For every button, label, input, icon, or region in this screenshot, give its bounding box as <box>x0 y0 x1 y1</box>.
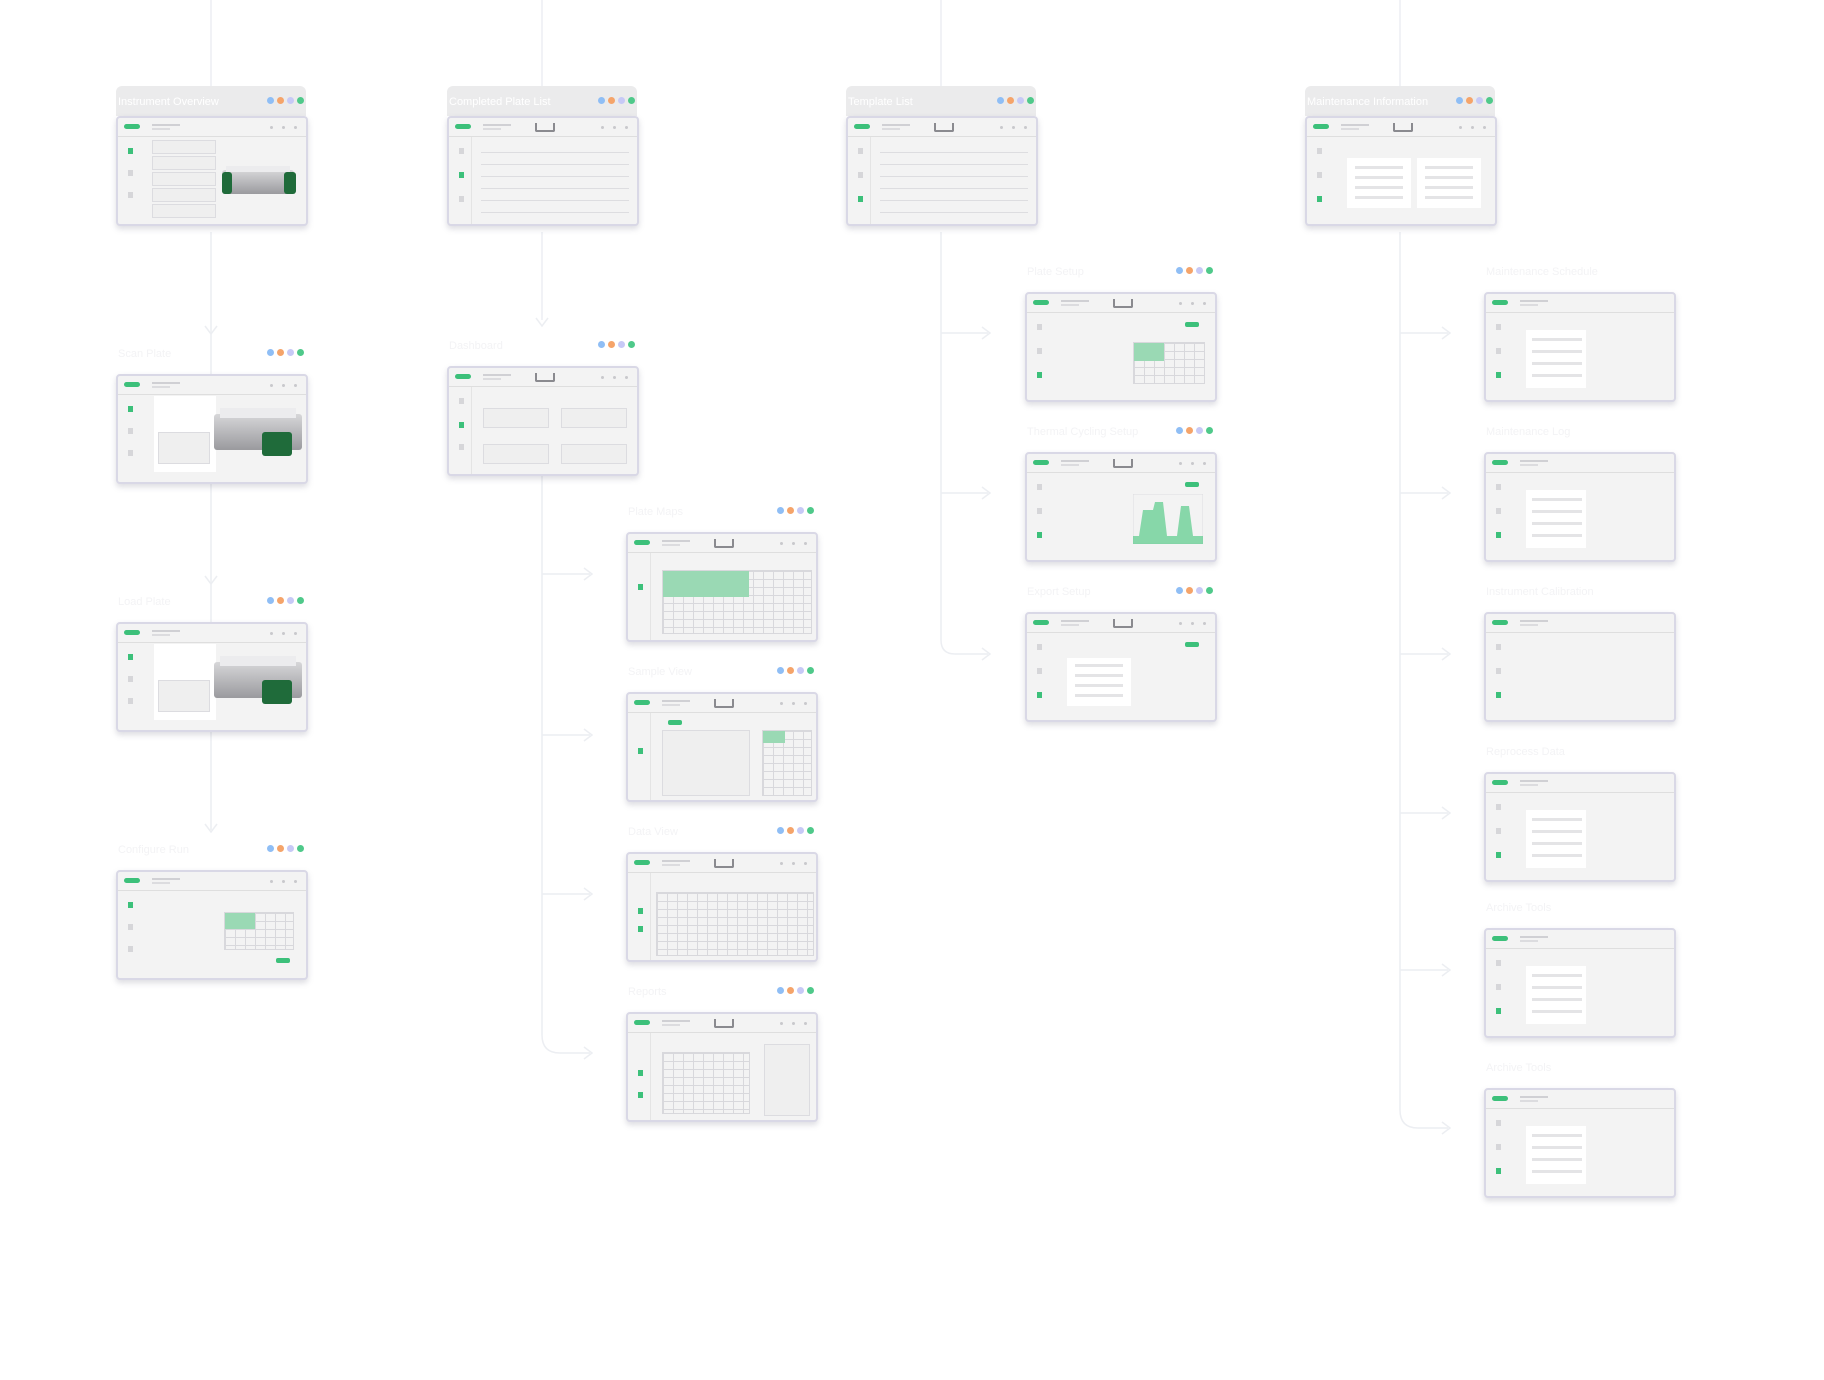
screen-thumbnail <box>626 1012 818 1122</box>
node-title: Archive Tools <box>1486 1062 1552 1074</box>
node-maintenance-schedule[interactable]: Maintenance Schedule <box>1484 256 1676 402</box>
node-title: Template List <box>848 96 913 108</box>
screen-thumbnail <box>447 366 639 476</box>
screen-thumbnail <box>846 116 1038 226</box>
screen-thumbnail <box>1484 928 1676 1038</box>
screen-thumbnail <box>1305 116 1497 226</box>
status-dots <box>1456 97 1493 104</box>
node-title: Configure Run <box>118 844 189 856</box>
node-title: Dashboard <box>449 340 503 352</box>
node-instrument-overview[interactable]: Instrument Overview <box>116 86 308 226</box>
node-archive-tools-2[interactable]: Archive Tools <box>1484 1052 1676 1198</box>
node-thermal-cycling-setup[interactable]: Thermal Cycling Setup <box>1025 416 1217 562</box>
node-instrument-calibration[interactable]: Instrument Calibration <box>1484 576 1676 722</box>
status-dots <box>1176 587 1213 594</box>
node-sample-view[interactable]: Sample View <box>626 656 818 802</box>
status-dots <box>598 341 635 348</box>
node-title: Data View <box>628 826 678 838</box>
node-title: Plate Maps <box>628 506 684 518</box>
screen-thumbnail <box>447 116 639 226</box>
status-dots <box>267 97 304 104</box>
screen-thumbnail <box>1484 1088 1676 1198</box>
node-title: Archive Tools <box>1486 902 1552 914</box>
node-load-plate[interactable]: Load Plate <box>116 586 308 732</box>
status-dots <box>997 97 1034 104</box>
node-reports[interactable]: Reports <box>626 976 818 1122</box>
node-title: Completed Plate List <box>449 96 551 108</box>
status-dots <box>777 507 814 514</box>
node-title: Maintenance Log <box>1486 426 1571 438</box>
status-dots <box>598 97 635 104</box>
screen-thumbnail <box>116 870 308 980</box>
node-scan-plate[interactable]: Scan Plate <box>116 338 308 484</box>
node-maintenance-log[interactable]: Maintenance Log <box>1484 416 1676 562</box>
status-dots <box>267 349 304 356</box>
screen-thumbnail <box>1484 452 1676 562</box>
node-completed-plate-list[interactable]: Completed Plate List <box>447 86 639 226</box>
thermal-profile-icon <box>1133 494 1203 544</box>
node-title: Instrument Overview <box>118 96 219 108</box>
node-plate-setup[interactable]: Plate Setup <box>1025 256 1217 402</box>
screen-thumbnail <box>1025 612 1217 722</box>
screen-thumbnail <box>116 116 308 226</box>
screen-thumbnail <box>626 852 818 962</box>
node-title: Reprocess Data <box>1486 746 1565 758</box>
node-title: Reports <box>628 986 667 998</box>
status-dots <box>1176 427 1213 434</box>
node-title: Export Setup <box>1027 586 1091 598</box>
status-dots <box>267 845 304 852</box>
node-title: Thermal Cycling Setup <box>1027 426 1139 438</box>
screen-thumbnail <box>116 622 308 732</box>
node-title: Load Plate <box>118 596 171 608</box>
screen-thumbnail <box>1484 292 1676 402</box>
node-reprocess-data[interactable]: Reprocess Data <box>1484 736 1676 882</box>
screen-thumbnail <box>626 532 818 642</box>
screen-thumbnail <box>626 692 818 802</box>
status-dots <box>777 827 814 834</box>
status-dots <box>267 597 304 604</box>
node-maintenance-information[interactable]: Maintenance Information <box>1305 86 1497 226</box>
screen-thumbnail <box>116 374 308 484</box>
sitemap-canvas: Instrument Overview Scan Plate <box>116 0 1676 1198</box>
node-dashboard[interactable]: Dashboard <box>447 330 639 476</box>
status-dots <box>777 987 814 994</box>
node-title: Scan Plate <box>118 348 172 360</box>
screen-thumbnail <box>1484 772 1676 882</box>
node-title: Maintenance Information <box>1307 96 1429 108</box>
screen-thumbnail <box>1025 452 1217 562</box>
node-plate-maps[interactable]: Plate Maps <box>626 496 818 642</box>
node-configure-run[interactable]: Configure Run <box>116 834 308 980</box>
screen-thumbnail <box>1484 612 1676 722</box>
status-dots <box>777 667 814 674</box>
node-export-setup[interactable]: Export Setup <box>1025 576 1217 722</box>
screen-thumbnail <box>1025 292 1217 402</box>
node-title: Plate Setup <box>1027 266 1084 278</box>
node-title: Maintenance Schedule <box>1486 266 1598 278</box>
flow-connectors <box>204 0 1452 1135</box>
status-dots <box>1176 267 1213 274</box>
node-archive-tools[interactable]: Archive Tools <box>1484 892 1676 1038</box>
node-template-list[interactable]: Template List <box>846 86 1038 226</box>
node-title: Instrument Calibration <box>1486 586 1594 598</box>
node-data-view[interactable]: Data View <box>626 816 818 962</box>
node-title: Sample View <box>628 666 692 678</box>
